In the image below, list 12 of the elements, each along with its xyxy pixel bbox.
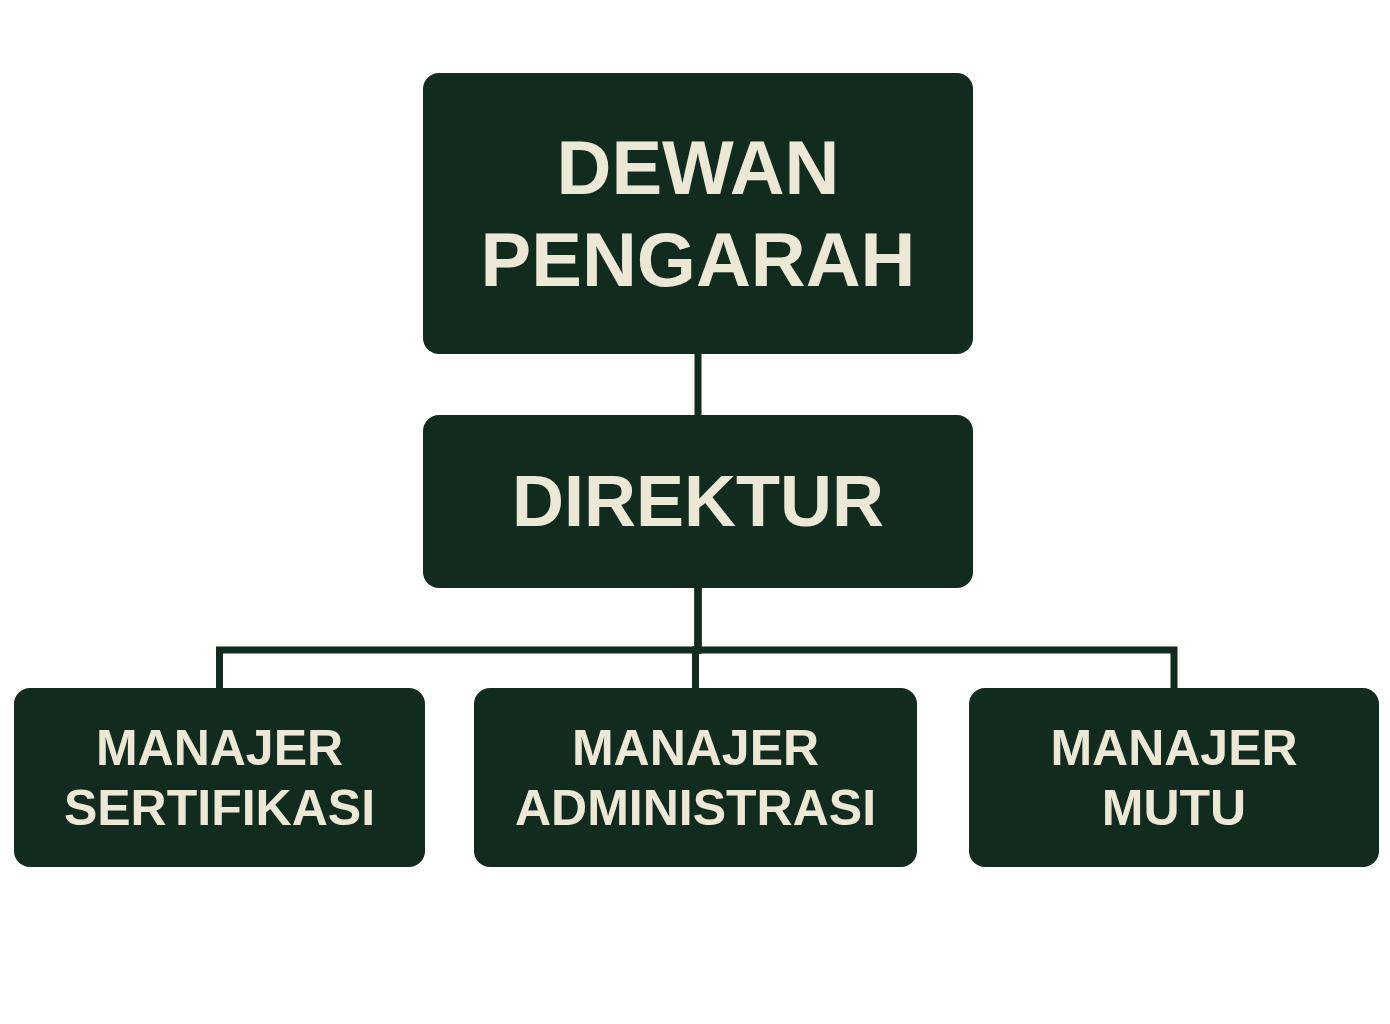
org-box bbox=[423, 415, 973, 588]
role-title: DEWAN PENGARAH bbox=[479, 124, 917, 304]
org-box bbox=[474, 688, 917, 867]
connector-line bbox=[694, 588, 1178, 688]
org-box bbox=[423, 73, 973, 354]
role-title: DIREKTUR bbox=[512, 460, 884, 544]
role-title: MANAJER SERTIFIKASI bbox=[62, 718, 377, 838]
org-box bbox=[14, 688, 425, 867]
connector-line bbox=[694, 354, 702, 415]
role-title: MANAJER MUTU bbox=[1049, 718, 1299, 838]
org-box bbox=[969, 688, 1379, 867]
role-title: MANAJER ADMINISTRASI bbox=[513, 718, 878, 838]
